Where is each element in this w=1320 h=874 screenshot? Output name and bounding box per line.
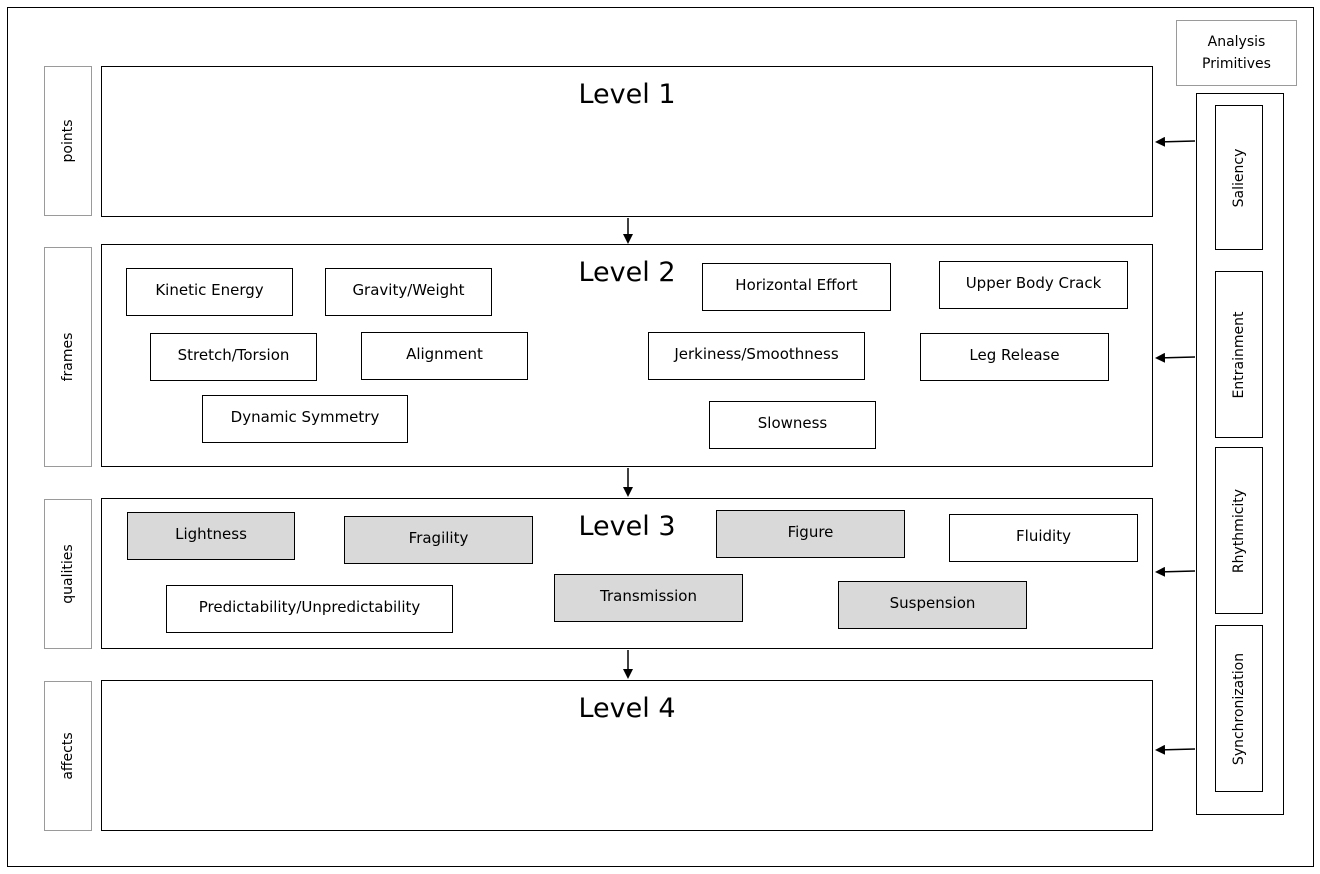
- feature-box: Stretch/Torsion: [150, 333, 317, 381]
- quality-box: Suspension: [838, 581, 1027, 629]
- primitive-entrainment: Entrainment: [1215, 271, 1263, 438]
- primitive-rhythmicity: Rhythmicity: [1215, 447, 1263, 614]
- level-4-panel: Level 4: [101, 680, 1153, 831]
- quality-box: Transmission: [554, 574, 743, 622]
- analysis-primitives-title: Analysis Primitives: [1176, 20, 1297, 86]
- feature-box: Jerkiness/Smoothness: [648, 332, 865, 380]
- diagram-frame: [7, 7, 1314, 867]
- quality-box: Predictability/Unpredictability: [166, 585, 453, 633]
- arrow-primitives-to-level2: [1155, 352, 1196, 363]
- feature-box: Upper Body Crack: [939, 261, 1128, 309]
- analysis-primitives-title-line1: Analysis: [1207, 34, 1266, 50]
- arrow-primitives-to-level3: [1155, 566, 1196, 577]
- feature-box: Alignment: [361, 332, 528, 380]
- level-4-title: Level 4: [578, 693, 676, 724]
- quality-box: Lightness: [127, 512, 295, 560]
- feature-box: Dynamic Symmetry: [202, 395, 408, 443]
- level-2-title: Level 2: [578, 257, 676, 288]
- side-label-affects: affects: [44, 681, 92, 831]
- quality-box: Fragility: [344, 516, 533, 564]
- level-1-title: Level 1: [578, 79, 676, 110]
- level-1-panel: Level 1: [101, 66, 1153, 217]
- analysis-primitives-panel: [1196, 93, 1284, 815]
- feature-box: Slowness: [709, 401, 876, 449]
- primitive-saliency: Saliency: [1215, 105, 1263, 250]
- feature-box: Gravity/Weight: [325, 268, 492, 316]
- side-label-points: points: [44, 66, 92, 216]
- arrow-primitives-to-level4: [1155, 744, 1196, 755]
- primitive-synchronization: Synchronization: [1215, 625, 1263, 792]
- side-label-qualities: qualities: [44, 499, 92, 649]
- analysis-primitives-title-line2: Primitives: [1202, 56, 1271, 72]
- quality-box: Figure: [716, 510, 905, 558]
- feature-box: Kinetic Energy: [126, 268, 293, 316]
- feature-box: Horizontal Effort: [702, 263, 891, 311]
- level-3-title: Level 3: [578, 511, 676, 542]
- feature-box: Leg Release: [920, 333, 1109, 381]
- quality-box: Fluidity: [949, 514, 1138, 562]
- side-label-frames: frames: [44, 247, 92, 467]
- arrow-primitives-to-level1: [1155, 136, 1196, 147]
